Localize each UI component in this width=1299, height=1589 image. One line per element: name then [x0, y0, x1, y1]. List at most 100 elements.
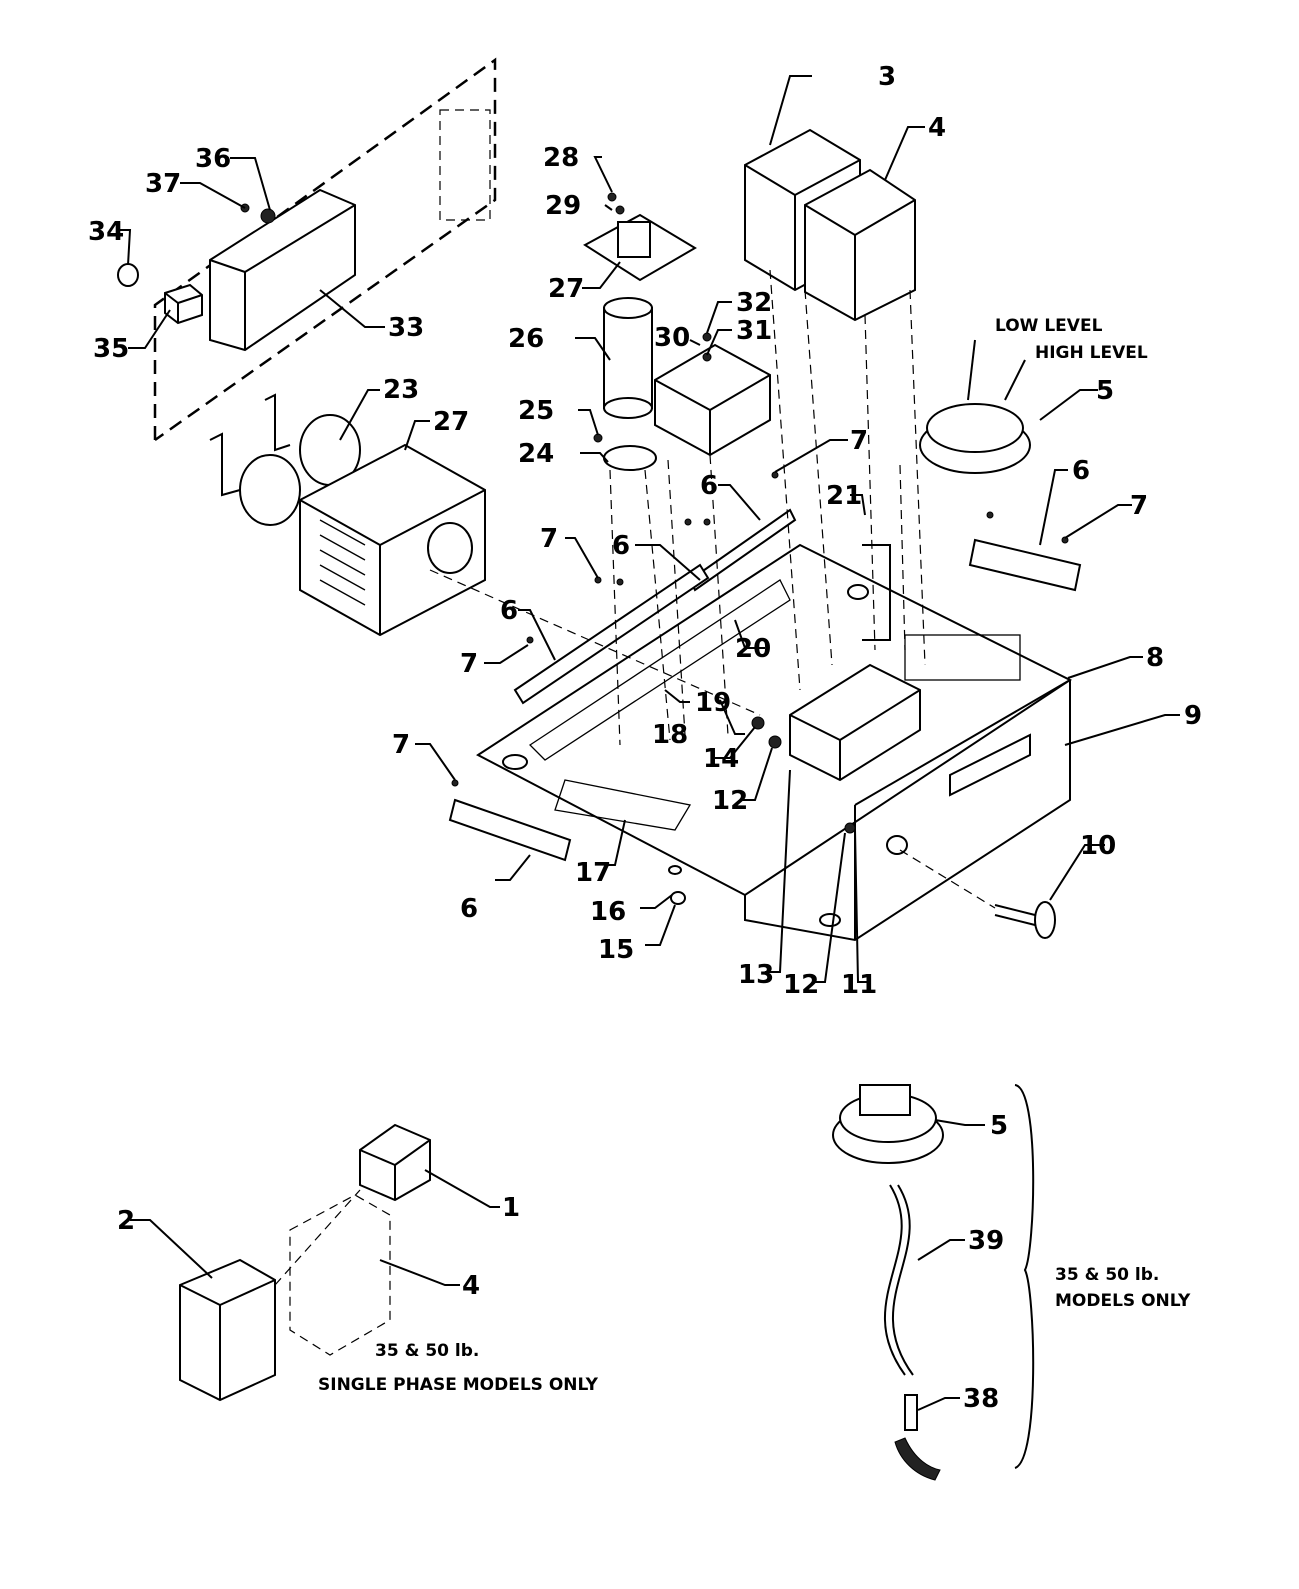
callout-7-top: 7: [850, 426, 868, 456]
callout-26: 26: [508, 324, 544, 354]
callout-7-left: 7: [460, 649, 478, 679]
callout-8: 8: [1146, 643, 1164, 673]
part-2-overload-relay: [179, 1258, 276, 1402]
callout-36: 36: [195, 144, 231, 174]
callout-5-bottom: 5: [990, 1111, 1008, 1141]
callout-7-right: 7: [1130, 491, 1148, 521]
callout-13: 13: [738, 960, 774, 990]
callout-12-upper: 12: [712, 786, 748, 816]
alignment-line-lower: [274, 1189, 361, 1286]
callout-6-left: 6: [500, 596, 518, 626]
single-phase-note-line2: SINGLE PHASE MODELS ONLY: [318, 1375, 599, 1395]
part-6-terminal-strip-middle: [513, 563, 710, 705]
models-only-note-line2: MODELS ONLY: [1055, 1291, 1191, 1311]
part-38-fitting: [894, 1394, 941, 1481]
callout-6-middle: 6: [612, 531, 630, 561]
part-10-bolt: [899, 849, 1056, 939]
callout-25: 25: [518, 396, 554, 426]
timer-mounting-outline: [153, 57, 497, 442]
part-4-contactor-outline: [289, 1194, 391, 1356]
callout-24: 24: [518, 439, 554, 469]
callout-38: 38: [963, 1384, 999, 1414]
part-32-screw: [702, 332, 712, 342]
callout-3: 3: [878, 62, 896, 92]
part-28-screw: [607, 192, 617, 202]
part-16-washer: [668, 865, 682, 875]
part-12-nut: [768, 735, 782, 749]
part-27-relay-board: [583, 213, 697, 282]
callout-31: 31: [736, 316, 772, 346]
callout-9: 9: [1184, 701, 1202, 731]
part-6-terminal-strip-lower: [448, 798, 572, 862]
callout-19: 19: [695, 688, 731, 718]
part-1-auxiliary-contact: [359, 1123, 431, 1202]
callout-numbers: 3 4 36 37 34 35 33 23 27 28 29 27 32 30 …: [88, 62, 1202, 1414]
alignment-lines: [429, 269, 926, 746]
callout-35: 35: [93, 334, 129, 364]
part-6-terminal-strip-right: [968, 538, 1082, 592]
part-24-clamp: [603, 445, 657, 471]
callout-10: 10: [1080, 831, 1116, 861]
callout-7-middle: 7: [540, 524, 558, 554]
part-21-bracket: [862, 544, 891, 641]
callout-6-right: 6: [1072, 456, 1090, 486]
leader-lines: [120, 75, 1180, 1411]
callout-29: 29: [545, 191, 581, 221]
part-7-screws: [451, 471, 1069, 787]
part-12-nut-lower: [844, 822, 856, 834]
single-phase-note-line1: 35 & 50 lb.: [375, 1341, 479, 1361]
part-26-capacitor: [603, 297, 653, 419]
callout-4-bottom: 4: [462, 1271, 480, 1301]
part-15-nut: [670, 891, 686, 905]
callout-2: 2: [117, 1206, 135, 1236]
part-33-timer-module: [209, 188, 356, 352]
models-only-bracket: [1014, 1084, 1035, 1469]
callout-6-top: 6: [700, 471, 718, 501]
part-29-washer: [615, 205, 625, 215]
part-23-drive-discs: [209, 393, 361, 526]
callout-32: 32: [736, 288, 772, 318]
callout-30: 30: [654, 323, 690, 353]
callout-39: 39: [968, 1226, 1004, 1256]
callout-4-top: 4: [928, 113, 946, 143]
part-5-pressure-switch-lower: [832, 1084, 944, 1164]
part-25-screw: [593, 433, 603, 443]
callout-12-lower: 12: [783, 970, 819, 1000]
part-39-hose: [884, 1184, 906, 1376]
callout-27-upper: 27: [548, 274, 584, 304]
callout-27-lower: 27: [433, 407, 469, 437]
part-13-terminal-block: [789, 663, 921, 782]
callout-28: 28: [543, 143, 579, 173]
callout-37: 37: [145, 169, 181, 199]
part-14-nut: [751, 716, 765, 730]
callout-14: 14: [703, 744, 739, 774]
high-level-label: HIGH LEVEL: [1035, 343, 1148, 363]
callout-1: 1: [502, 1193, 520, 1223]
callout-17: 17: [575, 858, 611, 888]
callout-15: 15: [598, 935, 634, 965]
part-5-pressure-switch: [919, 339, 1031, 474]
part-35-switch: [164, 283, 203, 325]
callout-11: 11: [841, 970, 877, 1000]
low-level-label: LOW LEVEL: [995, 316, 1103, 336]
part-39-hose-outline: [892, 1184, 914, 1376]
callout-16: 16: [590, 897, 626, 927]
callout-18: 18: [652, 720, 688, 750]
callout-6-lower: 6: [460, 894, 478, 924]
callout-7-lower: 7: [392, 730, 410, 760]
callout-5-top: 5: [1096, 376, 1114, 406]
models-only-note-line1: 35 & 50 lb.: [1055, 1265, 1159, 1285]
part-34-knob: [117, 263, 139, 287]
callout-21: 21: [826, 481, 862, 511]
part-4-contactor: [804, 168, 916, 322]
part-36-nut: [260, 208, 276, 224]
part-30-transformer: [654, 343, 771, 457]
callout-33: 33: [388, 313, 424, 343]
part-27-program-timer: [299, 443, 486, 637]
annotations: LOW LEVEL HIGH LEVEL 35 & 50 lb. SINGLE …: [318, 316, 1191, 1395]
callout-20: 20: [735, 634, 771, 664]
callout-34: 34: [88, 217, 124, 247]
callout-23: 23: [383, 375, 419, 405]
